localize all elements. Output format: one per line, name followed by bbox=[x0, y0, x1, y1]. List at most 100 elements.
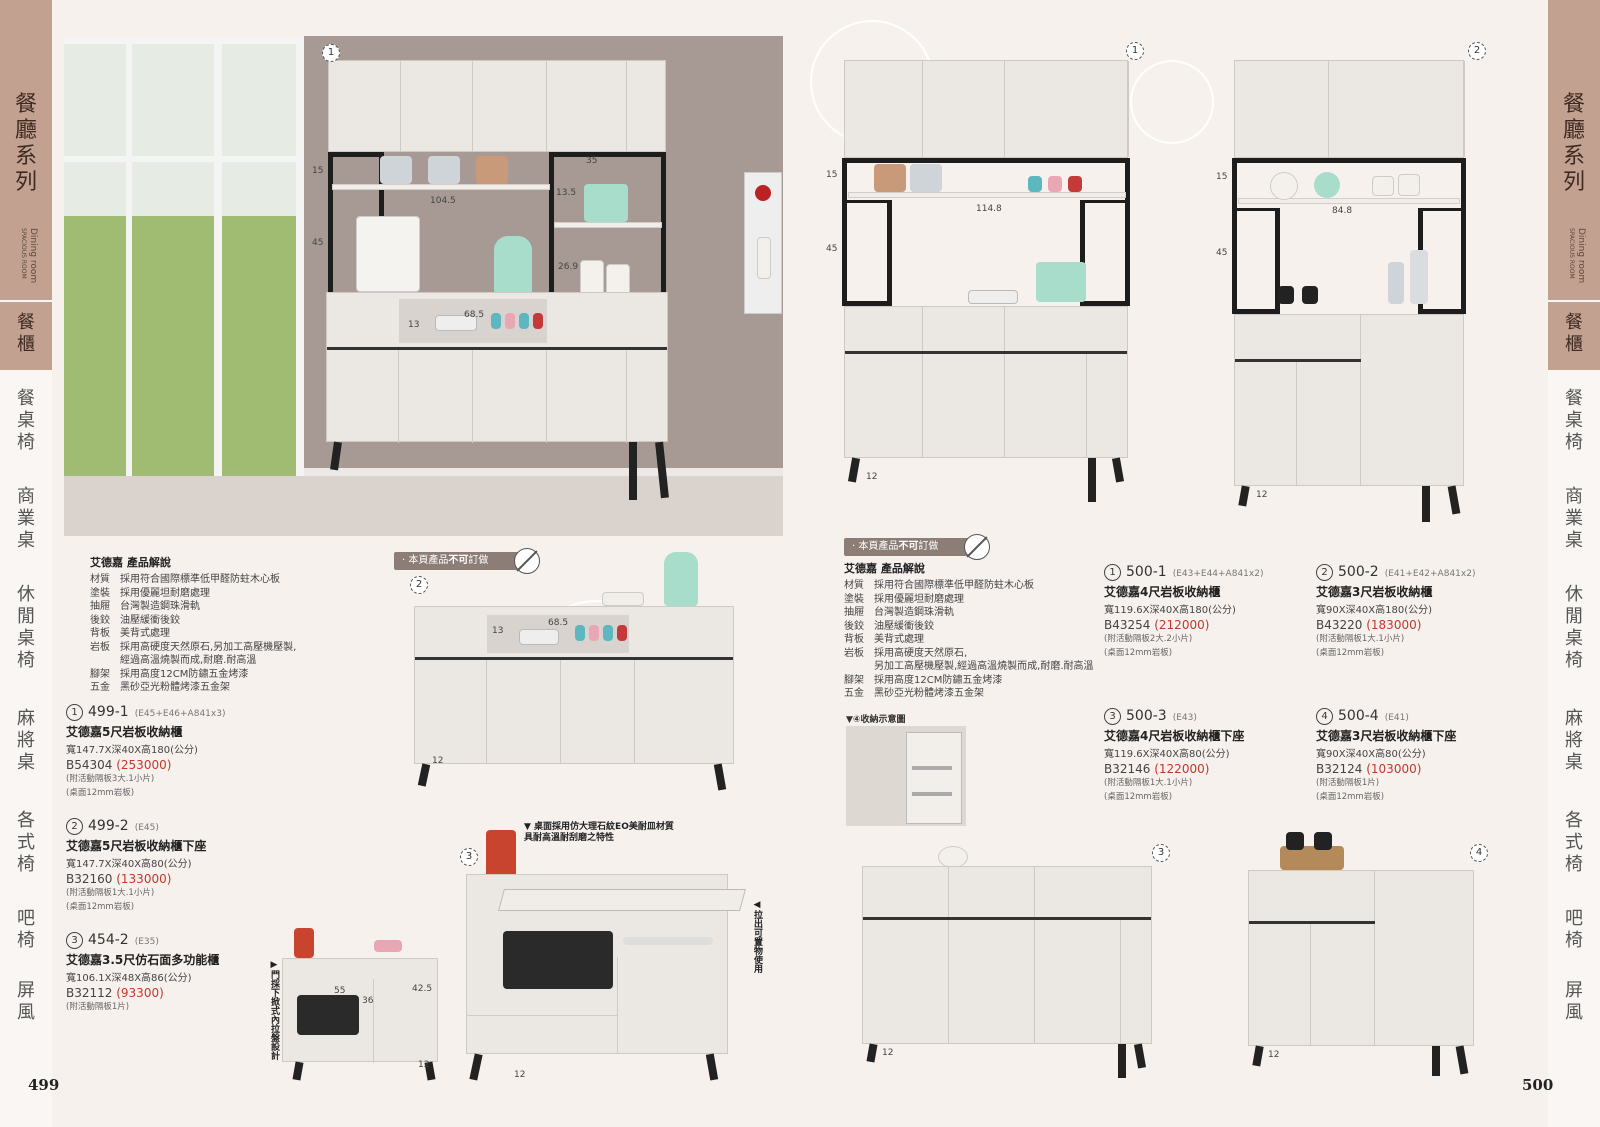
product-note: (桌面12mm岩板) bbox=[1316, 792, 1385, 802]
tab-dining-set[interactable]: 餐桌椅 bbox=[1565, 388, 1583, 453]
dim-niche-h: 13 bbox=[408, 320, 420, 330]
no-sign-icon bbox=[514, 548, 540, 574]
shelf bbox=[332, 184, 550, 190]
product-price: B54304 (253000) bbox=[66, 758, 172, 772]
product-note: (桌面12mm岩板) bbox=[1104, 792, 1173, 802]
shelf bbox=[554, 222, 662, 228]
tab-cabinet-active[interactable]: 餐櫃 bbox=[0, 302, 52, 370]
marker: 1 bbox=[1126, 42, 1144, 60]
spec-line: 塗裝採用優麗坦耐磨處理 bbox=[844, 593, 964, 605]
tab-screens[interactable]: 屏風 bbox=[17, 980, 35, 1023]
kettle bbox=[664, 552, 698, 606]
marker: 3 bbox=[1152, 844, 1170, 862]
product-price: B43254 (212000) bbox=[1104, 618, 1210, 632]
dim-top-h: 15 bbox=[1216, 172, 1228, 182]
product-size: 寬90X深40X高180(公分) bbox=[1316, 605, 1433, 616]
product-note: (附活動隔板1大.1小片) bbox=[1316, 634, 1405, 644]
cabinet-leg bbox=[629, 442, 637, 500]
tab-bar-chairs[interactable]: 吧椅 bbox=[17, 908, 35, 951]
dim-width: 104.5 bbox=[430, 196, 456, 206]
product-note: (桌面12mm岩板) bbox=[66, 902, 135, 912]
metal-frame bbox=[549, 152, 666, 294]
product-name: 艾德嘉5尺岩板收納櫃下座 bbox=[66, 839, 207, 853]
left-page: 餐廳系列 Dining room SPACIOUS ROOM 餐櫃 餐桌椅 商業… bbox=[0, 0, 800, 1127]
page-number: 499 bbox=[28, 1076, 60, 1094]
microwave bbox=[503, 931, 613, 989]
spec-line: 腳架採用高度12CM防鏽五金烤漆 bbox=[844, 674, 1003, 686]
product-number-icon: 2 bbox=[1316, 564, 1333, 581]
dim-bottom-h: 45 bbox=[312, 238, 324, 248]
spec-line: 抽屜台灣製造鋼珠滑軌 bbox=[844, 607, 954, 618]
product-note: (附活動隔板1大.1小片) bbox=[66, 888, 155, 898]
spec-line: 岩板採用高硬度天然原石,另加工高壓機壓製, bbox=[90, 641, 297, 653]
series-en: Dining room SPACIOUS ROOM bbox=[20, 228, 38, 284]
bread-maker bbox=[356, 216, 420, 292]
spec-line: 後鉸油壓緩衝後鉸 bbox=[90, 614, 180, 626]
product-size: 寬147.7X深40X高80(公分) bbox=[66, 859, 192, 870]
tab-leisure-set[interactable]: 休閒桌椅 bbox=[1565, 584, 1583, 671]
spec-line: 經過高溫燒製而成,耐磨.耐高溫 bbox=[120, 655, 257, 666]
lower-cabinet bbox=[326, 292, 668, 443]
series-title: 餐廳系列 bbox=[14, 92, 37, 195]
spec-line: 腳架採用高度12CM防鏽五金烤漆 bbox=[90, 668, 249, 680]
product-size: 寬119.6X深40X高80(公分) bbox=[1104, 749, 1230, 760]
tab-chairs[interactable]: 各式椅 bbox=[1565, 810, 1583, 875]
dim-niche-h: 13 bbox=[492, 626, 504, 636]
dim-w1: 55 bbox=[334, 986, 346, 996]
product-note: (附活動隔板1大.1小片) bbox=[1104, 778, 1193, 788]
product-size: 寬119.6X深40X高180(公分) bbox=[1104, 605, 1236, 616]
product-note: (附活動隔板2大.2小片) bbox=[1104, 634, 1193, 644]
dim-leg: 12 bbox=[418, 1060, 430, 1070]
no-custom-notice: · 本頁產品不可訂做 bbox=[394, 548, 540, 574]
spec-line: 後鉸油壓緩衝後鉸 bbox=[844, 620, 934, 632]
no-sign-icon bbox=[964, 534, 990, 560]
product-number-icon: 2 bbox=[66, 818, 83, 835]
dim-s2: 26.9 bbox=[558, 262, 579, 272]
tab-bar-chairs[interactable]: 吧椅 bbox=[1565, 908, 1583, 951]
tab-commercial-table[interactable]: 商業桌 bbox=[17, 486, 35, 551]
spec-line: 材質採用符合國際標準低甲醛防蛀木心板 bbox=[90, 574, 280, 585]
spec-line: 五金黑砂亞光粉體烤漆五金架 bbox=[90, 682, 230, 693]
series-title: 餐廳系列 bbox=[1562, 92, 1585, 195]
series-tab[interactable]: 餐廳系列 Dining room SPACIOUS ROOM bbox=[1548, 0, 1600, 300]
tab-screens[interactable]: 屏風 bbox=[1565, 980, 1583, 1023]
page-number: 500 bbox=[1522, 1076, 1554, 1094]
marker: 3 bbox=[460, 848, 478, 866]
tab-leisure-set[interactable]: 休閒桌椅 bbox=[17, 584, 35, 671]
right-side-nav: 餐廳系列 Dining room SPACIOUS ROOM 餐櫃 餐桌椅 商業… bbox=[1548, 0, 1600, 1127]
spec-title: 艾德嘉 產品解說 bbox=[844, 562, 925, 575]
spec-title: 艾德嘉 產品解說 bbox=[90, 556, 171, 569]
tab-chairs[interactable]: 各式椅 bbox=[17, 810, 35, 875]
tab-cabinet-active[interactable]: 餐櫃 bbox=[1548, 302, 1600, 370]
right-page: 餐廳系列 Dining room SPACIOUS ROOM 餐櫃 餐桌椅 商業… bbox=[800, 0, 1600, 1127]
tab-mahjong-table[interactable]: 麻將桌 bbox=[1565, 708, 1583, 773]
product-price: B32112 (93300) bbox=[66, 986, 164, 1000]
product-note: (桌面12mm岩板) bbox=[1104, 648, 1173, 658]
tab-commercial-table[interactable]: 商業桌 bbox=[1565, 486, 1583, 551]
product-number-icon: 3 bbox=[1104, 708, 1121, 725]
product-number-icon: 1 bbox=[1104, 564, 1121, 581]
pull-out-note: ◀拉出可置物使用 bbox=[752, 900, 762, 973]
series-tab[interactable]: 餐廳系列 Dining room SPACIOUS ROOM bbox=[0, 0, 52, 300]
tab-dining-set[interactable]: 餐桌椅 bbox=[17, 388, 35, 453]
product-name: 艾德嘉4尺岩板收納櫃 bbox=[1104, 585, 1221, 599]
microwave bbox=[297, 995, 359, 1035]
product-note: (附活動隔板1片) bbox=[66, 1002, 130, 1012]
dim-w2: 42.5 bbox=[412, 984, 433, 994]
product-price: B32160 (133000) bbox=[66, 872, 172, 886]
dim-h: 36 bbox=[362, 996, 374, 1006]
spec-line: 岩板採用高硬度天然原石, bbox=[844, 647, 968, 659]
dim-side-w: 35 bbox=[586, 156, 598, 166]
tab-mahjong-table[interactable]: 麻將桌 bbox=[17, 708, 35, 773]
spec-block: 艾德嘉 產品解說 材質採用符合國際標準低甲醛防蛀木心板塗裝採用優麗坦耐磨處理抽屜… bbox=[844, 560, 1094, 701]
